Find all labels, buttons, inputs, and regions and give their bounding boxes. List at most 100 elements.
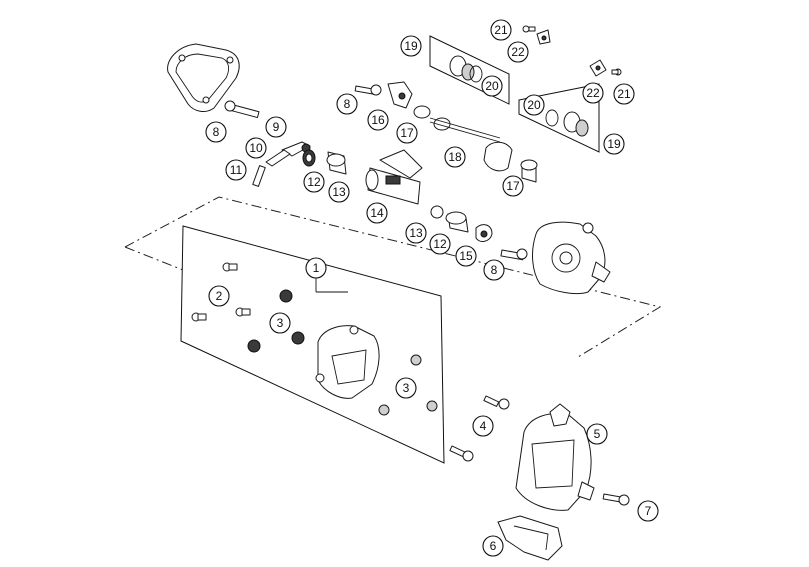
callout-19-upper: 19 bbox=[400, 35, 422, 57]
callout-17-upper: 17 bbox=[396, 122, 418, 144]
callout-21-lower: 21 bbox=[613, 83, 635, 105]
sleeve-13-left bbox=[326, 151, 347, 175]
callout-20-lower: 20 bbox=[523, 94, 545, 116]
callout-8-top-left: 8 bbox=[205, 121, 227, 143]
callout-12-right: 12 bbox=[429, 233, 451, 255]
callout-6: 6 bbox=[482, 535, 504, 557]
callout-13-right: 13 bbox=[405, 222, 427, 244]
gear-19-lower bbox=[563, 111, 589, 137]
bolts-2 bbox=[191, 262, 251, 322]
shift-shaft-18 bbox=[429, 117, 513, 172]
shift-lever-9 bbox=[265, 141, 311, 167]
callout-8-mid: 8 bbox=[336, 93, 358, 115]
svg-text:13: 13 bbox=[409, 226, 423, 240]
svg-text:14: 14 bbox=[370, 206, 384, 220]
svg-text:13: 13 bbox=[332, 185, 346, 199]
callout-10: 10 bbox=[245, 137, 267, 159]
svg-text:22: 22 bbox=[511, 45, 525, 59]
svg-text:2: 2 bbox=[216, 289, 223, 303]
screw-21-lower bbox=[611, 68, 622, 76]
svg-text:1: 1 bbox=[313, 261, 320, 275]
svg-text:21: 21 bbox=[617, 87, 631, 101]
svg-text:8: 8 bbox=[491, 263, 498, 277]
callout-5: 5 bbox=[586, 423, 608, 445]
callout-12-left: 12 bbox=[303, 171, 325, 193]
plate-22-upper bbox=[536, 29, 551, 45]
callout-7: 7 bbox=[637, 500, 659, 522]
kit-panel-1 bbox=[180, 225, 445, 464]
svg-text:7: 7 bbox=[645, 504, 652, 518]
svg-text:12: 12 bbox=[307, 175, 321, 189]
nuts-3-left bbox=[247, 289, 305, 353]
callout-13-left: 13 bbox=[328, 181, 350, 203]
shift-drum-14 bbox=[365, 149, 423, 205]
clutch-cover-top-left bbox=[167, 43, 240, 112]
callout-11: 11 bbox=[225, 159, 247, 181]
callout-3-left: 3 bbox=[269, 312, 291, 334]
svg-text:15: 15 bbox=[459, 249, 473, 263]
callout-1: 1 bbox=[305, 257, 327, 279]
ring-20-lower bbox=[545, 109, 559, 127]
svg-text:19: 19 bbox=[607, 137, 621, 151]
callout-3-right: 3 bbox=[395, 377, 417, 399]
svg-text:3: 3 bbox=[403, 381, 410, 395]
nuts-3-right bbox=[378, 354, 438, 416]
svg-text:21: 21 bbox=[494, 23, 508, 37]
sleeve-12-right bbox=[445, 211, 469, 233]
water-pump-cover bbox=[315, 325, 380, 399]
svg-text:20: 20 bbox=[527, 98, 541, 112]
bolt-4-lower bbox=[449, 445, 474, 462]
svg-text:6: 6 bbox=[490, 539, 497, 553]
assembly-boundary-lower bbox=[124, 246, 184, 271]
callout-2: 2 bbox=[208, 285, 230, 307]
pump-cover-5 bbox=[515, 403, 595, 511]
svg-text:22: 22 bbox=[586, 86, 600, 100]
bushing-17-lower bbox=[520, 159, 538, 183]
callout-20-upper: 20 bbox=[481, 75, 503, 97]
callout-19-lower: 19 bbox=[603, 133, 625, 155]
gearbox-housing bbox=[532, 221, 611, 295]
assembly-boundary bbox=[124, 196, 662, 358]
svg-text:17: 17 bbox=[506, 179, 520, 193]
ring-13-right bbox=[430, 205, 444, 219]
callout-16: 16 bbox=[367, 109, 389, 131]
svg-text:19: 19 bbox=[404, 39, 418, 53]
svg-text:4: 4 bbox=[480, 419, 487, 433]
bolt-7 bbox=[602, 493, 630, 506]
plate-22-lower bbox=[589, 59, 607, 77]
callout-18: 18 bbox=[444, 146, 466, 168]
svg-text:18: 18 bbox=[448, 150, 462, 164]
callout-14: 14 bbox=[366, 202, 388, 224]
svg-text:11: 11 bbox=[230, 163, 243, 177]
svg-text:10: 10 bbox=[249, 141, 263, 155]
svg-text:16: 16 bbox=[371, 113, 385, 127]
svg-text:9: 9 bbox=[273, 120, 280, 134]
callout-22-lower: 22 bbox=[582, 82, 604, 104]
svg-text:5: 5 bbox=[594, 427, 601, 441]
bolt-8-right bbox=[500, 248, 528, 261]
callout-21-upper: 21 bbox=[490, 19, 512, 41]
clip-15 bbox=[475, 224, 493, 242]
screw-21-upper bbox=[522, 25, 536, 33]
svg-text:8: 8 bbox=[344, 97, 351, 111]
svg-text:17: 17 bbox=[400, 126, 414, 140]
guard-6 bbox=[497, 515, 563, 561]
callout-22-upper: 22 bbox=[507, 41, 529, 63]
svg-text:12: 12 bbox=[433, 237, 447, 251]
svg-text:3: 3 bbox=[277, 316, 284, 330]
bolt-8-mid bbox=[354, 84, 382, 96]
callout-15: 15 bbox=[455, 245, 477, 267]
svg-text:8: 8 bbox=[213, 125, 220, 139]
callout-9: 9 bbox=[265, 116, 287, 138]
callout-17-lower: 17 bbox=[502, 175, 524, 197]
bolt-8-top-left bbox=[224, 100, 260, 119]
bolt-4-upper bbox=[483, 395, 510, 410]
ring-20-upper bbox=[469, 65, 483, 83]
pin-11 bbox=[252, 165, 266, 187]
svg-text:20: 20 bbox=[485, 79, 499, 93]
callout-8-right: 8 bbox=[483, 259, 505, 281]
callout-4: 4 bbox=[472, 415, 494, 437]
selector-16 bbox=[387, 81, 413, 109]
bushing-12-left bbox=[302, 149, 316, 167]
